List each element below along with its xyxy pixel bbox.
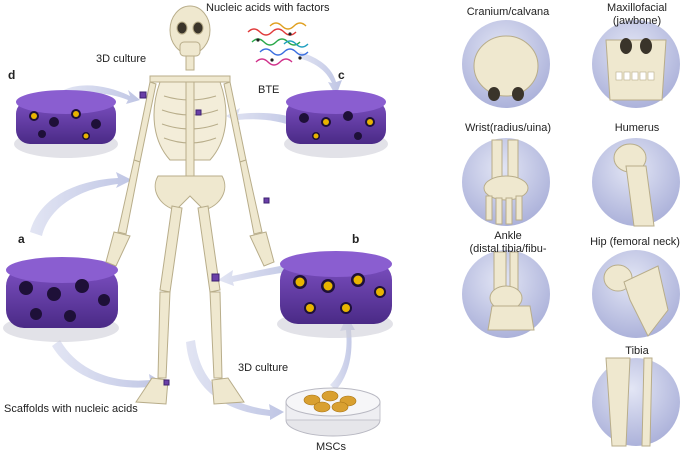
label-ankle-1: Ankle bbox=[494, 230, 522, 242]
scaffold-b bbox=[277, 251, 393, 338]
label-hip: Hip (femoral neck) bbox=[590, 236, 680, 248]
panel-letter-c: c bbox=[338, 68, 345, 82]
right-hand bbox=[249, 231, 275, 267]
label-maxillofacial-1: Maxillofacial bbox=[607, 2, 667, 14]
left-forearm bbox=[117, 159, 141, 235]
left-femur bbox=[159, 205, 183, 293]
humerus-circle bbox=[592, 138, 680, 227]
scaffold-c bbox=[284, 90, 388, 158]
label-wrist: Wrist(radius/uina) bbox=[465, 122, 551, 134]
arrow-a-to-body bbox=[30, 172, 132, 236]
label-nucleic-acids: Nucleic acids with factors bbox=[206, 2, 330, 14]
clavicles bbox=[149, 75, 231, 83]
left-foot bbox=[135, 377, 169, 405]
label-ankle-2: (distal tibia/fibu- bbox=[469, 243, 547, 255]
nucleic-acid-strands bbox=[247, 22, 309, 66]
label-cranium: Cranium/calvana bbox=[466, 6, 550, 18]
cranium-circle bbox=[462, 20, 550, 108]
skeleton bbox=[105, 5, 275, 405]
panel-letter-b: b bbox=[352, 232, 360, 246]
label-bte: BTE bbox=[258, 84, 280, 96]
maxillofacial-circle bbox=[592, 20, 680, 108]
label-3d-culture-top: 3D culture bbox=[96, 53, 147, 65]
spine bbox=[185, 81, 195, 179]
tibia-circle bbox=[592, 357, 680, 447]
label-scaffolds: Scaffolds with nucleic acids bbox=[4, 403, 138, 415]
arrow-nucleic-to-c bbox=[298, 52, 342, 96]
ankle-circle bbox=[462, 250, 550, 338]
right-foot bbox=[211, 377, 245, 405]
arrow-a-to-ankle bbox=[52, 340, 164, 391]
wrist-circle bbox=[462, 138, 550, 226]
arrow-d-to-hand bbox=[60, 85, 140, 104]
right-forearm bbox=[239, 159, 263, 235]
label-maxillofacial-2: (jawbone) bbox=[612, 15, 662, 27]
scaffold-d bbox=[14, 90, 118, 158]
panel-letter-d: d bbox=[8, 68, 16, 82]
left-tibia bbox=[157, 291, 171, 379]
left-hand bbox=[105, 231, 131, 267]
arrow-a-to-dish bbox=[186, 340, 284, 420]
arrow-b-to-knee bbox=[218, 262, 302, 286]
hip-circle bbox=[592, 250, 680, 338]
right-humerus bbox=[223, 81, 247, 163]
label-mscs: MSCs bbox=[316, 441, 346, 453]
petri-dish-mscs bbox=[285, 387, 381, 437]
panel-letter-a: a bbox=[18, 232, 25, 246]
scaffold-a bbox=[3, 257, 119, 342]
label-3d-culture-bottom: 3D culture bbox=[238, 362, 289, 374]
pelvis bbox=[154, 175, 226, 211]
label-tibia: Tibia bbox=[625, 345, 649, 357]
right-tibia bbox=[209, 291, 223, 379]
arrow-c-to-chest bbox=[226, 108, 300, 128]
label-humerus: Humerus bbox=[614, 122, 660, 134]
bone-site-circles bbox=[462, 20, 680, 447]
